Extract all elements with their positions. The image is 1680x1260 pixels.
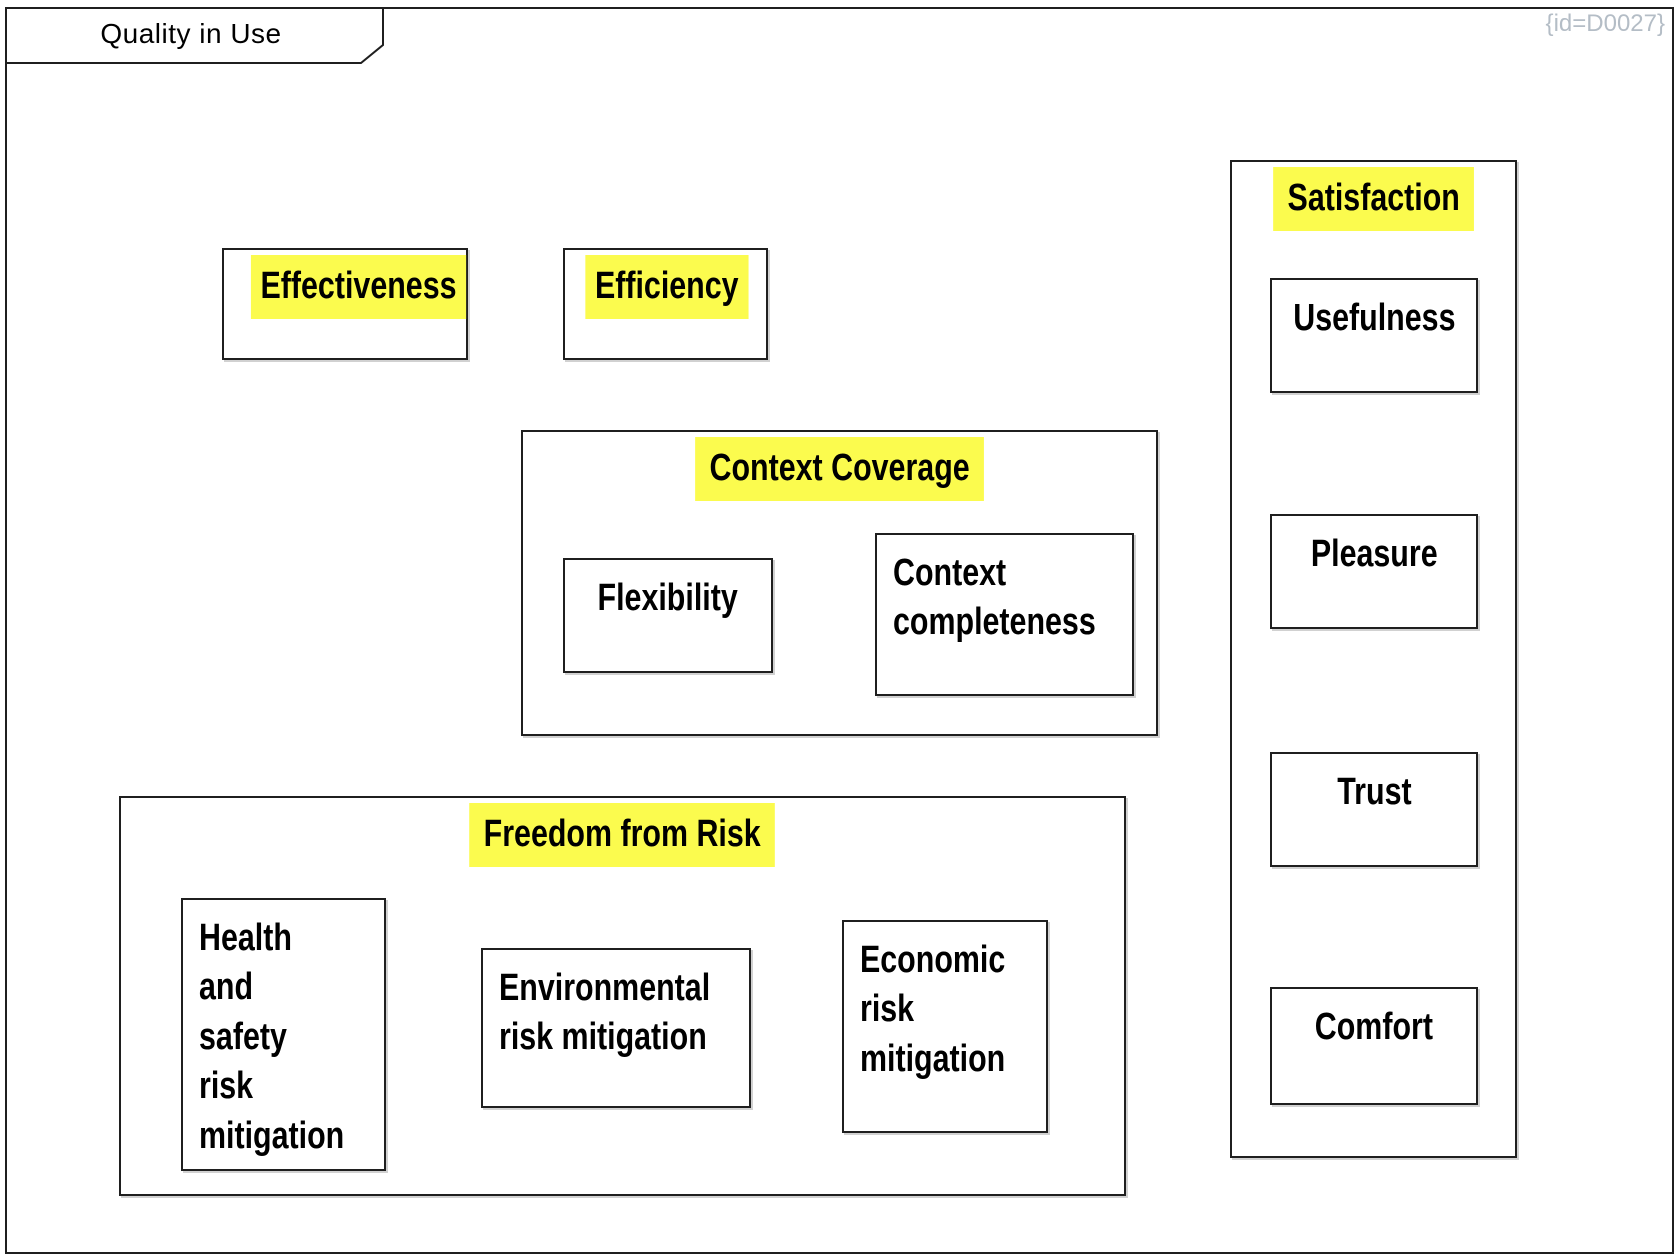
node-environmental-risk-mitigation-label: Environmental risk mitigation: [499, 967, 711, 1059]
group-freedom-from-risk[interactable]: Freedom from Risk Health and safety risk…: [119, 796, 1126, 1196]
node-pleasure[interactable]: Pleasure: [1270, 514, 1478, 629]
node-trust-label: Trust: [1336, 771, 1412, 813]
node-context-completeness-label: Context completeness: [893, 552, 1096, 644]
node-effectiveness[interactable]: Effectiveness: [222, 248, 468, 360]
node-comfort-label: Comfort: [1314, 1006, 1434, 1048]
group-context-coverage-label: Context Coverage: [695, 437, 984, 501]
node-effectiveness-label: Effectiveness: [250, 255, 467, 319]
group-satisfaction-label: Satisfaction: [1272, 167, 1475, 231]
group-freedom-from-risk-label: Freedom from Risk: [469, 803, 776, 867]
frame-title-tab: [5, 7, 384, 64]
node-context-completeness[interactable]: Context completeness: [875, 533, 1134, 696]
diagram-title: Quality in Use: [100, 18, 282, 49]
node-usefulness[interactable]: Usefulness: [1270, 278, 1478, 393]
node-flexibility-label: Flexibility: [597, 577, 739, 619]
node-economic-risk-mitigation[interactable]: Economic risk mitigation: [842, 920, 1048, 1133]
node-efficiency[interactable]: Efficiency: [563, 248, 768, 360]
node-environmental-risk-mitigation[interactable]: Environmental risk mitigation: [481, 948, 751, 1108]
node-pleasure-label: Pleasure: [1310, 533, 1438, 575]
group-context-coverage[interactable]: Context Coverage Flexibility Context com…: [521, 430, 1158, 736]
node-economic-risk-mitigation-label: Economic risk mitigation: [860, 939, 1006, 1080]
node-health-safety-risk-mitigation[interactable]: Health and safety risk mitigation: [181, 898, 386, 1171]
node-health-safety-risk-mitigation-label: Health and safety risk mitigation: [199, 917, 345, 1157]
node-usefulness-label: Usefulness: [1292, 297, 1456, 339]
node-trust[interactable]: Trust: [1270, 752, 1478, 867]
diagram-id-tag: {id=D0027}: [1545, 10, 1665, 37]
group-satisfaction[interactable]: Satisfaction Usefulness Pleasure Trust C…: [1230, 160, 1517, 1158]
node-comfort[interactable]: Comfort: [1270, 987, 1478, 1105]
node-flexibility[interactable]: Flexibility: [563, 558, 773, 673]
node-efficiency-label: Efficiency: [585, 255, 749, 319]
